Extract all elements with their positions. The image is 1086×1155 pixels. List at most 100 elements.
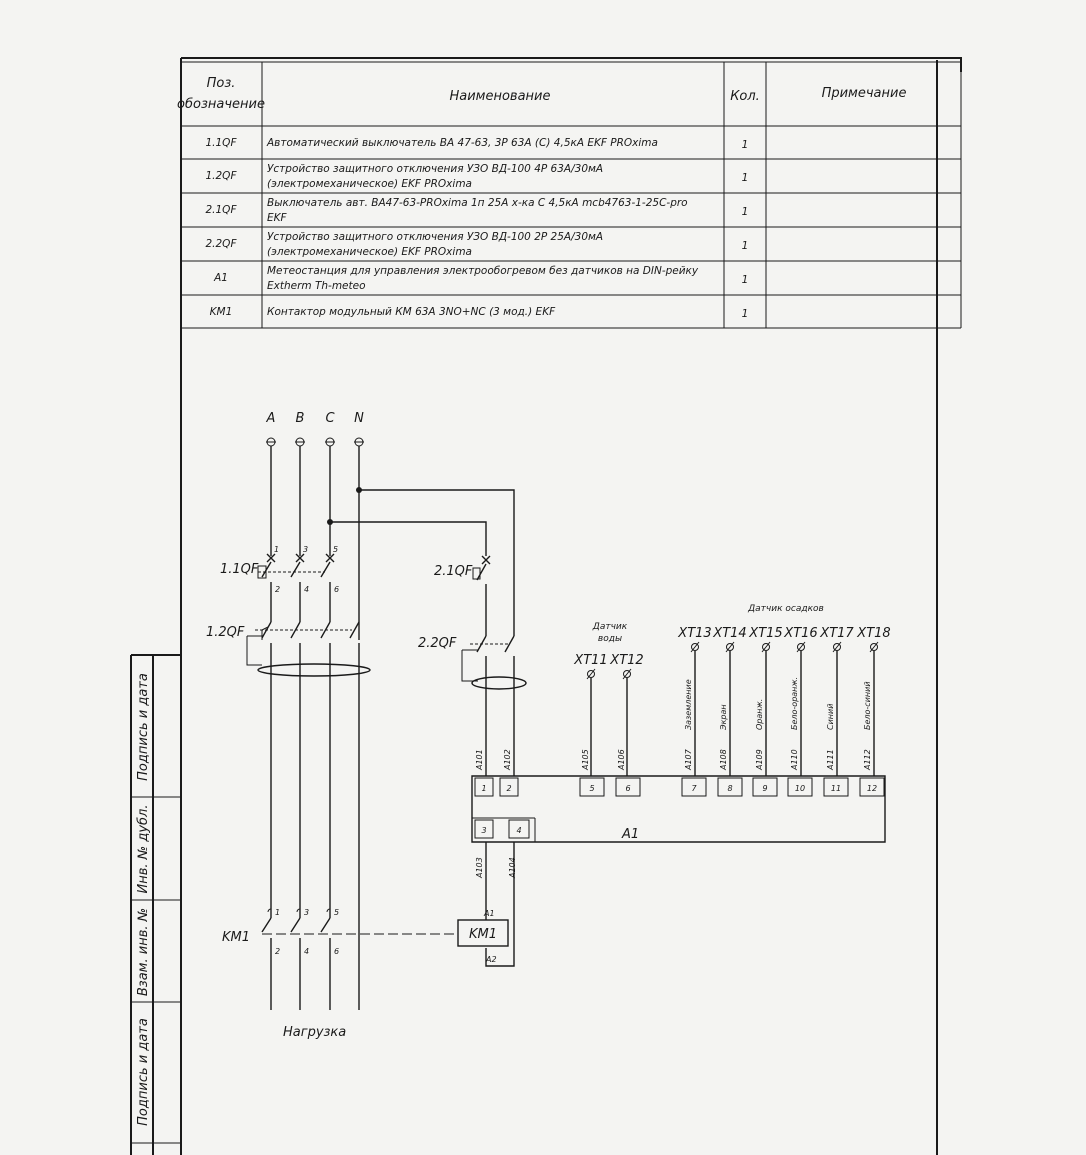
wire-color-label: Экран [719, 704, 728, 731]
km1-pin-4: 4 [304, 947, 309, 956]
terminal-slash [690, 641, 700, 653]
qf11-pin-3: 3 [303, 545, 308, 554]
table-rows: 1.1QF Автоматический выключатель ВА 47-63… [205, 137, 748, 320]
circuit-diagram: A B C N [206, 411, 891, 1040]
wire-number: A109 [755, 749, 764, 771]
terminal-circle [762, 643, 770, 651]
wire-color-label: Оранж. [755, 699, 764, 730]
water-sensor-line2: воды [598, 634, 622, 644]
terminal-circle [870, 643, 878, 651]
table-cell-pos: KM1 [210, 306, 233, 318]
terminal-circle [587, 670, 595, 678]
wire-number: A107 [684, 748, 693, 771]
contactor-km1 [261, 905, 458, 951]
stamp-vzam-inv: Взам. инв. № [136, 908, 151, 996]
sensor-wires [590, 651, 875, 776]
header-pos-line1: Поз. [207, 76, 236, 91]
terminal-label: XT12 [609, 653, 643, 668]
phase-a-label: A [266, 411, 276, 426]
wire-number: A103 [475, 857, 484, 879]
qf11-pin-4: 4 [304, 585, 309, 594]
qf11-pin-2: 2 [275, 585, 280, 594]
table-cell-pos: 1.2QF [205, 170, 237, 182]
precip-sensor-label: Датчик осадков [747, 604, 824, 614]
specification-table: Поз. обозначение Наименование Кол. Приме… [177, 61, 962, 329]
table-cell-pos: 2.2QF [205, 238, 237, 250]
water-sensor-line1: Датчик [592, 622, 628, 632]
table-cell-name: Устройство защитного отключения УЗО ВД-1… [267, 231, 603, 243]
terminal-circle [726, 643, 734, 651]
table-cell-name: Автоматический выключатель ВА 47-63, 3Р … [266, 137, 658, 149]
a1-device-label: A1 [621, 827, 639, 842]
a1-pin-top: 6 [625, 784, 630, 793]
wire-number: A108 [719, 749, 728, 771]
a1-pin-top: 9 [762, 784, 767, 793]
coil-a1-label: A1 [483, 909, 495, 918]
table-cell-qty: 1 [742, 240, 749, 252]
table-cell-pos: 1.1QF [205, 137, 237, 149]
km1-pin-1: 1 [275, 908, 280, 917]
qf11-label: 1.1QF [220, 562, 259, 577]
a1-pin-top: 10 [795, 784, 805, 793]
table-cell-pos: A1 [213, 272, 228, 284]
a1-pin-top: 5 [589, 784, 594, 793]
wire-number: A111 [826, 749, 835, 771]
km1-label: KM1 [222, 930, 250, 945]
side-stamp: Подпись и дата Инв. № дубл. Взам. инв. №… [130, 654, 181, 1155]
terminal-label: XT17 [819, 626, 854, 641]
terminal-label: XT11 [573, 653, 607, 668]
table-cell-name: Устройство защитного отключения УЗО ВД-1… [267, 163, 603, 175]
qf22-label: 2.2QF [418, 636, 457, 651]
wire-number: A101 [475, 749, 484, 771]
qf11-pin-1: 1 [274, 545, 279, 554]
terminal-label: XT13 [677, 626, 711, 641]
wire-number: A106 [617, 749, 626, 771]
stamp-sign-date-2: Подпись и дата [136, 1018, 151, 1126]
wire-number: A104 [508, 857, 517, 879]
breaker-2-1qf [472, 555, 491, 636]
terminal-slash [832, 641, 842, 653]
table-cell-name-cont: EKF [267, 212, 288, 224]
qf21-label: 2.1QF [434, 564, 473, 579]
terminal-circle [797, 643, 805, 651]
a1-pin-top: 12 [867, 784, 877, 793]
a1-pin-bottom: 4 [516, 826, 521, 835]
km1-coil-label: KM1 [469, 927, 497, 942]
terminal-slash [725, 641, 735, 653]
table-cell-qty: 1 [742, 206, 749, 218]
phase-b-label: B [296, 411, 305, 426]
header-qty: Кол. [730, 89, 760, 104]
a1-pin-top: 11 [831, 784, 841, 793]
terminal-slash [796, 641, 806, 653]
phase-c-label: C [325, 411, 335, 426]
terminal-slash [869, 641, 879, 653]
stamp-sign-date-1: Подпись и дата [136, 673, 151, 781]
a1-pin-bottom: 3 [481, 826, 486, 835]
terminal-circle [691, 643, 699, 651]
wire-color-label: Синий [826, 704, 835, 730]
terminal-slash [622, 668, 632, 680]
km1-pin-2: 2 [275, 947, 280, 956]
table-cell-name-cont: Extherm Th-meteo [267, 280, 366, 292]
km1-coil [457, 919, 509, 947]
table-cell-qty: 1 [742, 308, 749, 320]
terminal-label: XT15 [748, 626, 782, 641]
table-cell-qty: 1 [742, 172, 749, 184]
load-label: Нагрузка [283, 1025, 346, 1040]
wire-color-label: Бело-оранж. [790, 677, 799, 730]
km1-pin-3: 3 [304, 908, 309, 917]
wire-color-label: Бело-синий [863, 681, 872, 730]
km1-pin-6: 6 [334, 947, 339, 956]
phase-n-label: N [354, 411, 364, 426]
device-a1 [471, 775, 886, 843]
terminal-symbols [586, 641, 879, 680]
km1-pin-5: 5 [334, 908, 339, 917]
wire-number: A105 [581, 749, 590, 771]
terminal-slash [761, 641, 771, 653]
wire-number: A110 [790, 749, 799, 771]
table-cell-pos: 2.1QF [205, 204, 237, 216]
terminal-label: XT18 [856, 626, 890, 641]
